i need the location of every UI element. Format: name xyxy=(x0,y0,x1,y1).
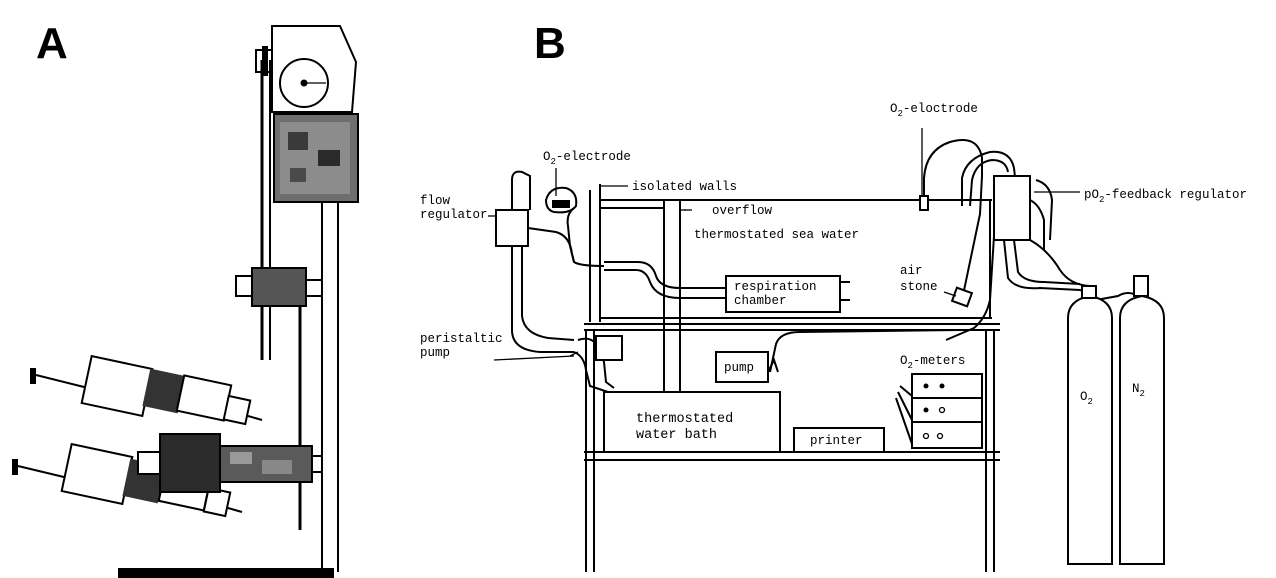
panel-a-letter: A xyxy=(36,19,68,68)
label-o2-electrode-left: O2-electrode xyxy=(543,150,631,167)
o2-meters-stack xyxy=(896,374,982,448)
label-air-stone-line2: stone xyxy=(900,280,938,294)
label-peristaltic-pump-line2: pump xyxy=(420,346,450,360)
label-o2-meters: O2-meters xyxy=(900,354,965,371)
base-bar xyxy=(118,568,334,578)
syringe-1 xyxy=(30,356,262,424)
gas-cylinders xyxy=(1068,276,1164,564)
label-thermostated-sea-water: thermostated sea water xyxy=(694,228,859,242)
label-overflow: overflow xyxy=(712,204,773,218)
pump-outlet xyxy=(768,360,778,372)
label-respiration-chamber-line2: chamber xyxy=(734,294,787,308)
label-pump: pump xyxy=(724,361,754,375)
label-flow-regulator-line2: regulator xyxy=(420,208,488,222)
label-respiration-chamber-line1: respiration xyxy=(734,280,817,294)
panel-a: A xyxy=(12,19,358,578)
label-flow-regulator-line1: flow xyxy=(420,194,451,208)
label-water-bath-line1: thermostated xyxy=(636,412,733,427)
label-peristaltic-pump-line1: peristaltic xyxy=(420,332,503,346)
speckled-reservoir xyxy=(274,114,358,202)
label-air-stone-line1: air xyxy=(900,264,923,278)
label-printer: printer xyxy=(810,434,863,448)
label-isolated-walls: isolated walls xyxy=(632,180,737,194)
label-po2-feedback-regulator: pO2-feedback regulator xyxy=(1084,188,1247,205)
label-water-bath-line2: water bath xyxy=(636,428,717,443)
lower-pump-block xyxy=(138,434,322,492)
panel-b-letter: B xyxy=(534,19,566,68)
label-o2-electrode-right: O2-eloctrode xyxy=(890,102,978,119)
upper-coupling xyxy=(236,268,322,306)
panel-b: B xyxy=(420,19,1247,572)
